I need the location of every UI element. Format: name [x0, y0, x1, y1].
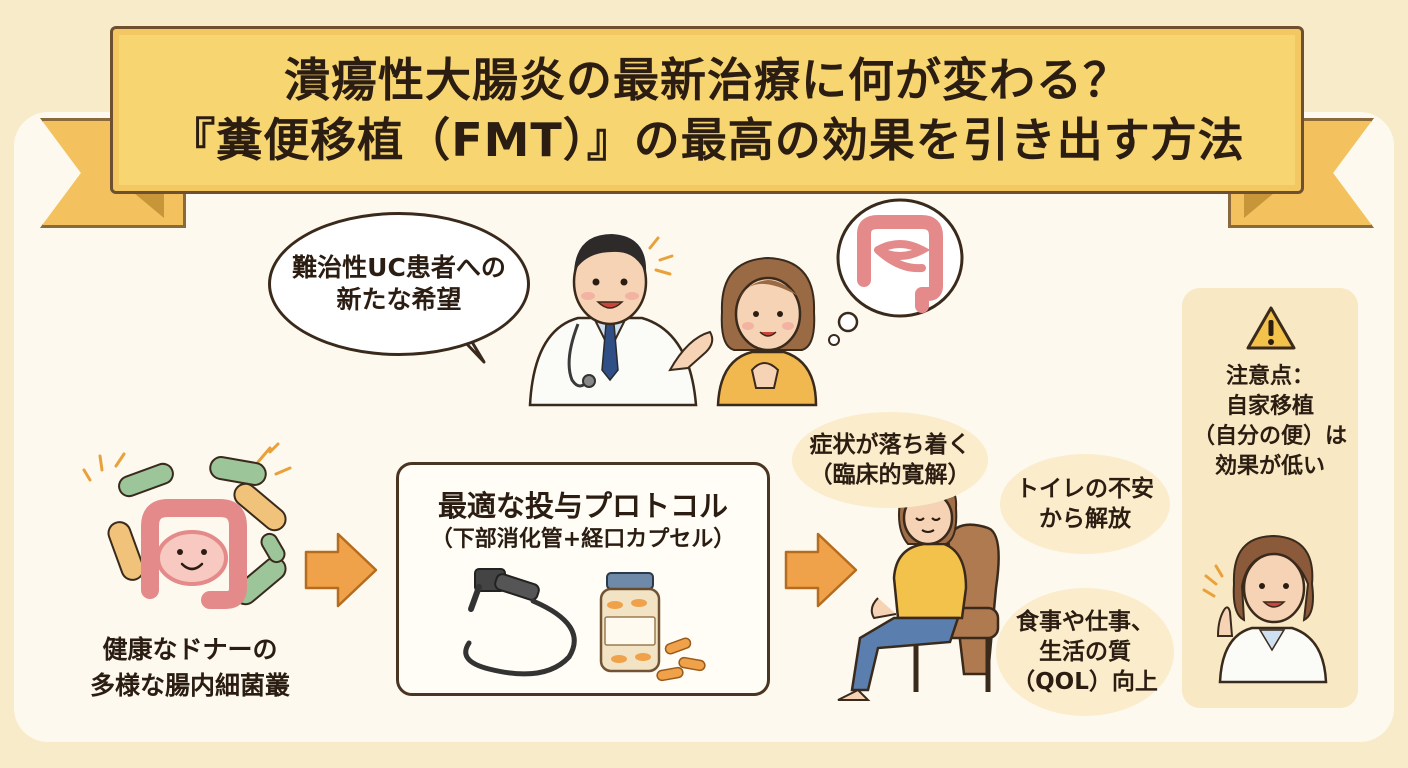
donor-line-2: 多様な腸内細菌叢 — [89, 671, 290, 700]
endoscope-icon — [463, 568, 577, 677]
thought-bubble — [828, 198, 964, 346]
benefit-2-line-2: から解放 — [1039, 506, 1131, 532]
caution-line-2: 自家移植 — [1225, 394, 1314, 419]
title-line-2: 『糞便移植（FMT）』の最高の効果を引き出す方法 — [169, 113, 1245, 167]
benefit-1-line-2: （臨床的寛解） — [809, 462, 971, 488]
benefit-3-line-3: （QOL）向上 — [1012, 669, 1158, 695]
capsule-bottle-icon — [599, 572, 706, 682]
intestine-icon — [857, 215, 943, 313]
protocol-subtitle: （下部消化管+経口カプセル） — [430, 527, 736, 552]
doctor-illustration — [528, 234, 714, 407]
caution-box: 注意点： 自家移植 （自分の便）は 効果が低い — [1182, 288, 1358, 708]
benefit-1-line-1: 症状が落ち着く — [809, 432, 971, 458]
arrow-icon — [304, 532, 378, 608]
title-line-1: 潰瘍性大腸炎の最新治療に何が変わる？ — [284, 53, 1130, 107]
benefit-bubble-qol: 食事や仕事、 生活の質 （QOL）向上 — [996, 588, 1174, 716]
caution-line-1: 注意点： — [1225, 364, 1314, 389]
benefit-3-line-1: 食事や仕事、 — [1016, 609, 1154, 635]
caution-line-4: 効果が低い — [1214, 454, 1325, 479]
donor-label: 健康なドナーの 多様な腸内細菌叢 — [60, 632, 320, 704]
protocol-box: 最適な投与プロトコル （下部消化管+経口カプセル） — [396, 462, 770, 696]
nurse-illustration — [1202, 534, 1328, 684]
relaxed-patient-illustration — [837, 476, 1000, 701]
patient-illustration — [716, 256, 818, 407]
caution-line-3: （自分の便）は — [1192, 424, 1347, 449]
benefit-bubble-remission: 症状が落ち着く （臨床的寛解） — [792, 412, 988, 508]
benefit-bubble-toilet: トイレの不安 から解放 — [1000, 454, 1170, 554]
hope-speech-bubble: 難治性UC患者への 新たな希望 — [268, 212, 530, 356]
title-banner: 潰瘍性大腸炎の最新治療に何が変わる？ 『糞便移植（FMT）』の最高の効果を引き出… — [110, 26, 1304, 194]
arrow-icon-2 — [784, 532, 858, 608]
bacteria-icon — [82, 442, 292, 609]
warning-icon — [1246, 306, 1296, 350]
protocol-title: 最適な投与プロトコル — [437, 489, 728, 523]
hope-bubble-line-1: 難治性UC患者への — [292, 253, 506, 282]
benefit-2-line-1: トイレの不安 — [1016, 476, 1154, 502]
hope-bubble-line-2: 新たな希望 — [336, 285, 462, 314]
donor-line-1: 健康なドナーの — [102, 635, 278, 664]
benefit-3-line-2: 生活の質 — [1039, 639, 1131, 665]
